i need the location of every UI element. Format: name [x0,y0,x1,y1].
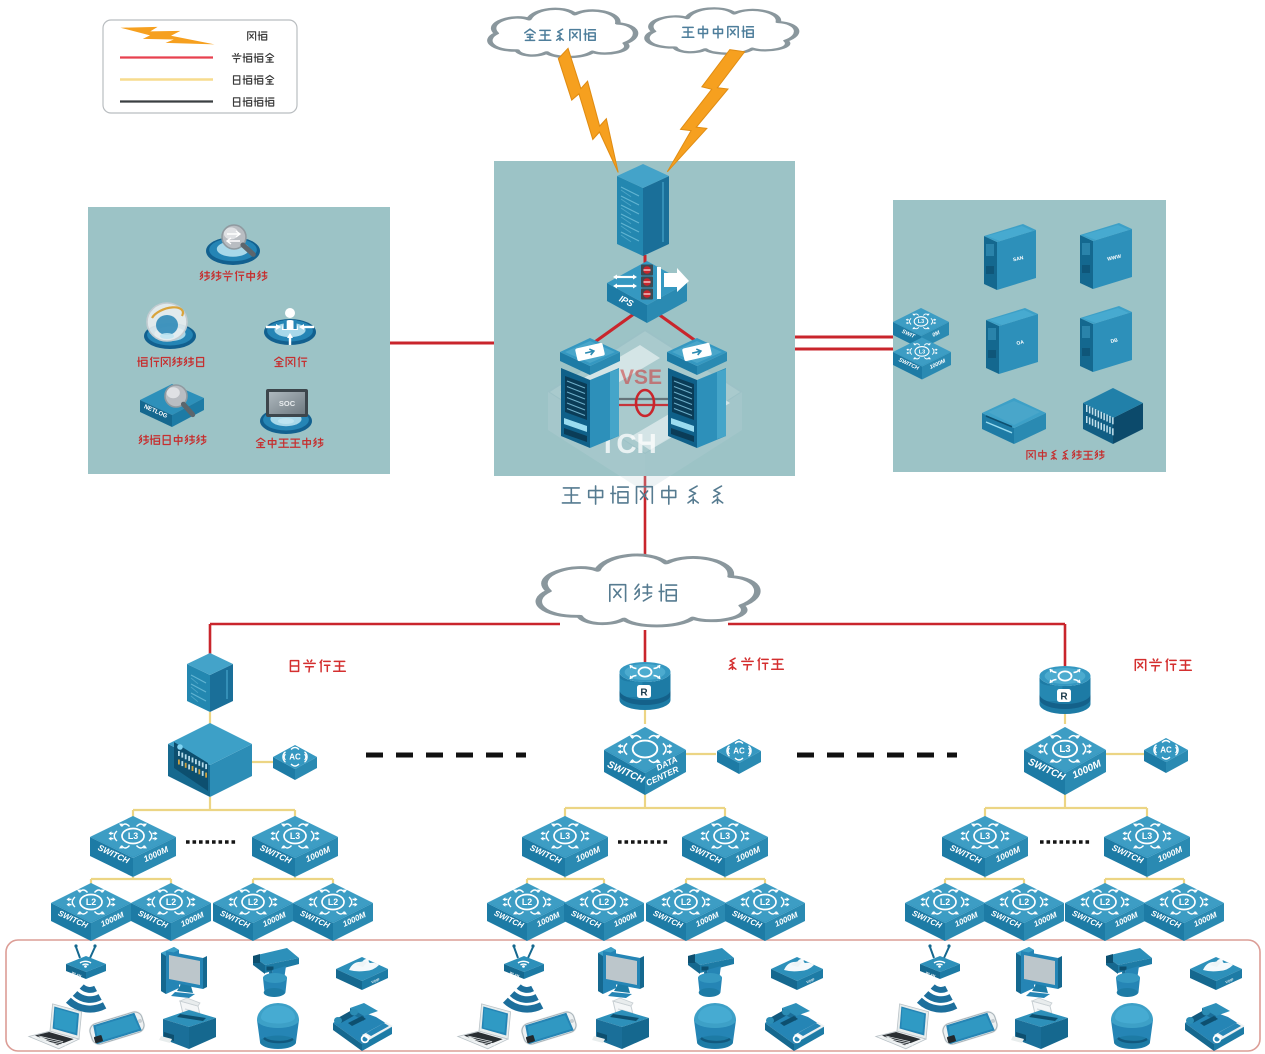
svg-text:WLAN: WLAN [925,971,936,978]
svg-text:AC: AC [733,747,745,756]
svg-text:L3: L3 [720,831,730,841]
svg-text:L2: L2 [86,897,96,907]
svg-text:WLAN: WLAN [509,971,520,978]
svg-text:L2: L2 [1019,897,1029,907]
svg-text:R: R [1060,691,1068,702]
svg-text:AC: AC [289,753,301,762]
svg-text:SAN: SAN [1012,255,1024,263]
svg-text:L2: L2 [248,897,258,907]
svg-text:L3: L3 [1059,744,1071,755]
svg-text:SOC: SOC [279,399,296,408]
svg-text:SWIT: SWIT [901,329,917,341]
svg-text:WWW: WWW [1107,254,1122,263]
svg-text:L3: L3 [128,831,138,841]
svg-text:AC: AC [1160,746,1172,755]
svg-text:L3: L3 [1142,831,1152,841]
svg-text:VOIP: VOIP [806,977,816,984]
svg-text:L3: L3 [919,349,926,355]
svg-text:L2: L2 [760,897,770,907]
svg-text:L2: L2 [940,897,950,907]
svg-text:L3: L3 [560,831,570,841]
svg-text:L3: L3 [980,831,990,841]
svg-text:DB: DB [1110,337,1119,345]
svg-text:VOIP: VOIP [1225,977,1235,984]
svg-text:L2: L2 [522,897,532,907]
svg-text:L3: L3 [290,831,300,841]
svg-text:VSE: VSE [620,366,662,389]
svg-text:VOIP: VOIP [371,977,381,984]
svg-text:L2: L2 [1100,897,1110,907]
svg-text:L2: L2 [681,897,691,907]
svg-text:L2: L2 [328,897,338,907]
svg-text:L2: L2 [1179,897,1189,907]
svg-text:WLAN: WLAN [71,971,82,978]
svg-text:L3: L3 [918,319,924,325]
svg-text:0M: 0M [932,330,942,339]
svg-text:OA: OA [1016,339,1025,347]
svg-text:L2: L2 [166,897,176,907]
svg-text:R: R [640,687,648,698]
svg-text:L2: L2 [599,897,609,907]
